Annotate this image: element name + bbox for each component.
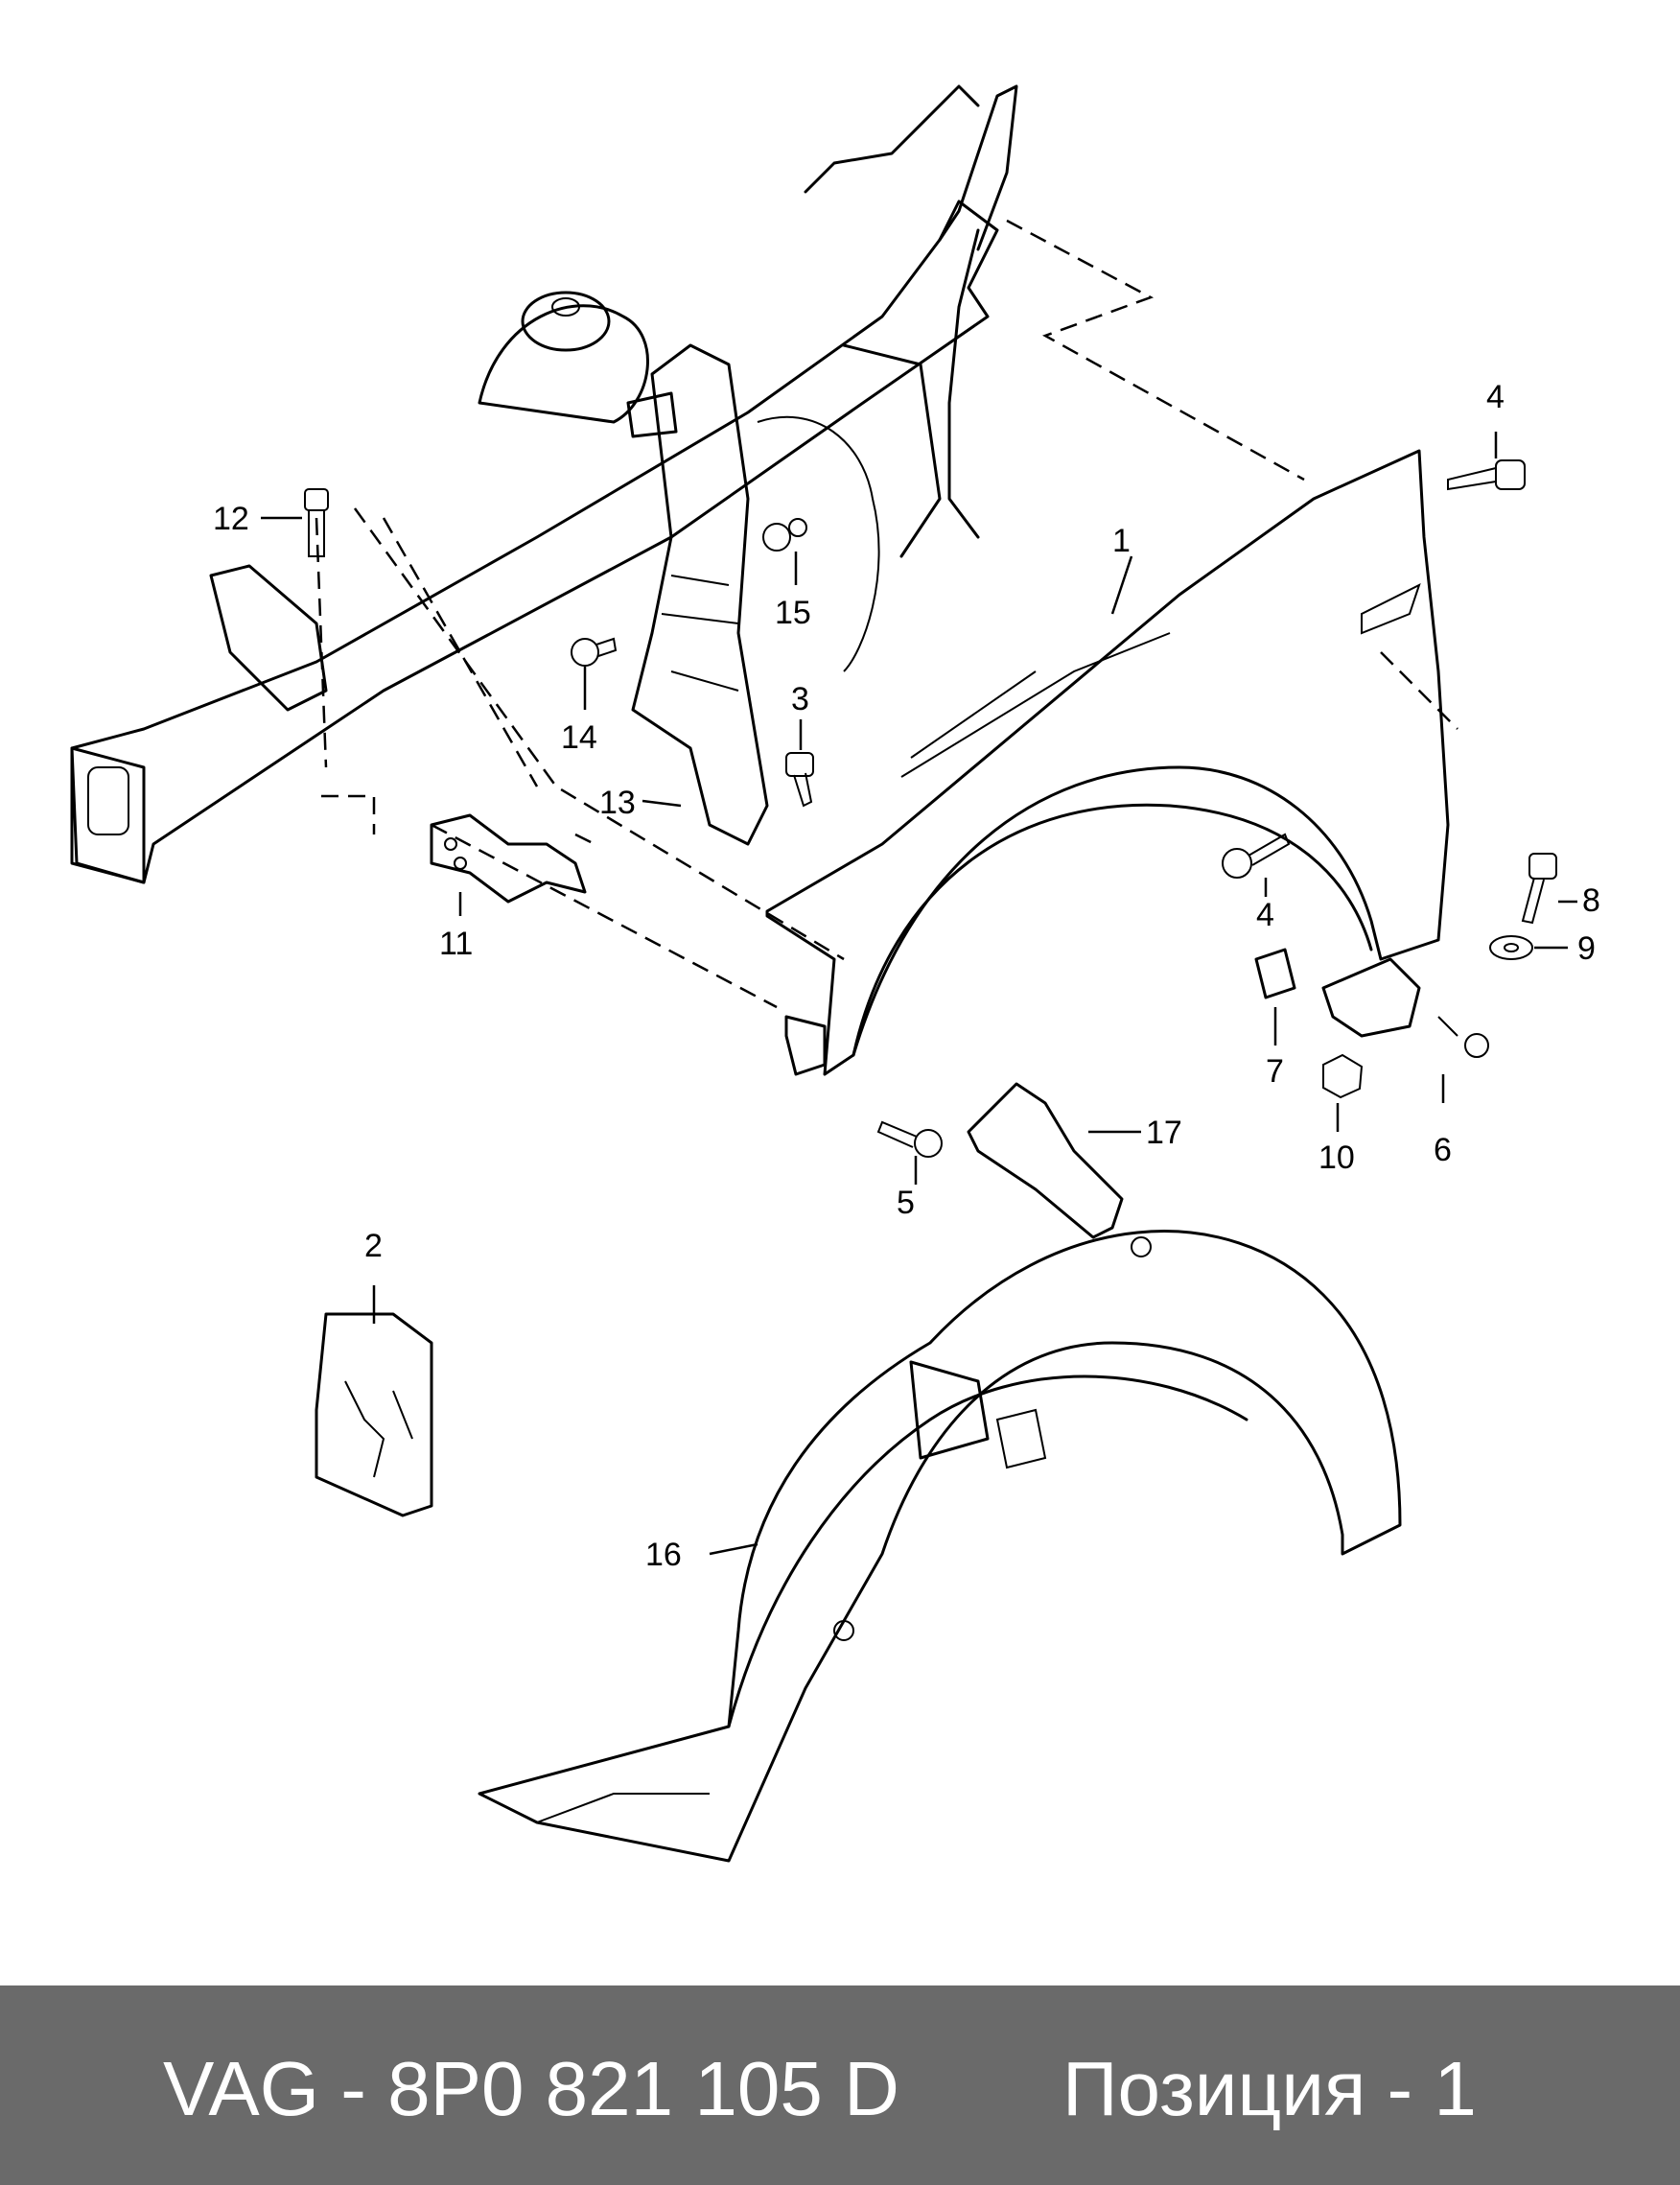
assembly-lines [315,219,1458,1009]
bracket-6 [1321,957,1489,1058]
part-2 [315,1312,433,1517]
callout-1: 1 [1112,523,1131,559]
callout-15: 15 [775,595,811,631]
part-number: VAG - 8P0 821 105 D [163,2046,899,2131]
screw-5 [876,1120,943,1158]
part-1-fender [765,449,1450,1076]
body-structure [70,84,1018,884]
clip-15 [762,518,807,552]
callout-11: 11 [439,926,473,962]
footer-banner: VAG - 8P0 821 105 D Позиция - 1 [0,1985,1680,2185]
position-label: Позиция - 1 [1062,2046,1477,2131]
callout-17: 17 [1146,1115,1182,1151]
part-11 [430,813,587,904]
callout-12: 12 [213,501,249,537]
callout-4-side: 4 [1256,897,1274,933]
callout-9: 9 [1577,930,1596,967]
bolt-3 [785,752,814,808]
callout-10: 10 [1318,1139,1355,1176]
bolt-4-top [1447,459,1526,491]
callout-4-top: 4 [1486,379,1505,415]
bolt-4-side [1222,833,1291,879]
callout-8: 8 [1582,882,1600,919]
washer-9 [1489,935,1533,960]
callout-labels: 1 2 3 4 4 5 6 7 8 9 10 11 12 13 14 15 16… [213,379,1600,1573]
callout-13: 13 [599,785,636,821]
bolt-14 [571,637,618,667]
callout-16: 16 [645,1537,682,1573]
callout-14: 14 [561,719,597,756]
part-13 [626,343,769,846]
part-16-liner [478,1230,1402,1863]
leader-lines [261,432,1577,1556]
callout-2: 2 [364,1228,383,1264]
fasteners [304,459,1557,1158]
nut-10 [1322,1053,1364,1099]
bolt-8 [1521,853,1557,925]
parts-diagram: 1 2 3 4 4 5 6 7 8 9 10 11 12 13 14 15 16… [70,84,1600,1863]
part-17 [967,1082,1124,1239]
callout-3: 3 [791,681,809,717]
callout-7: 7 [1266,1053,1284,1090]
callout-6: 6 [1434,1132,1452,1168]
bolt-12 [304,488,329,557]
clip-7 [1254,948,1296,999]
callout-5: 5 [897,1185,915,1221]
